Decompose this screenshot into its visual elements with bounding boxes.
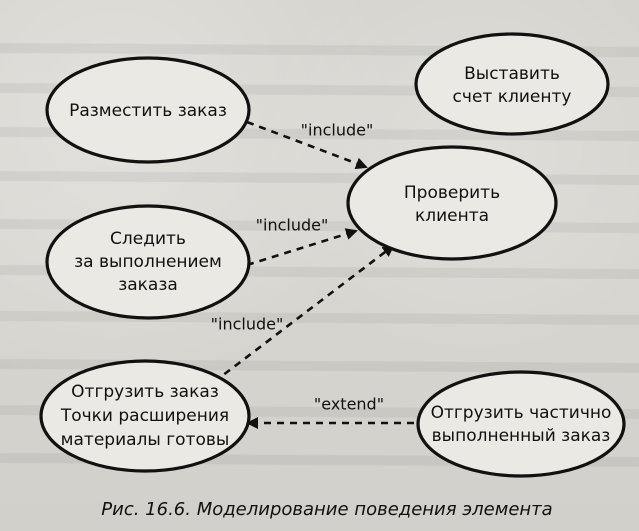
relationship-include-place-order: "include": [246, 121, 374, 170]
use-case-label: материалы готовы: [61, 430, 230, 450]
use-case-label: Отгрузить заказ: [71, 382, 219, 402]
use-case-label: Отгрузить частично: [431, 403, 612, 423]
relationship-extend-ship-partial: "extend": [246, 395, 414, 429]
include-label: "include": [211, 315, 284, 334]
use-case-label: Выставить: [464, 64, 560, 84]
use-case-label: Разместить заказ: [69, 101, 227, 121]
use-case-label: счет клиенту: [453, 87, 572, 107]
figure-caption: Рис. 16.6. Моделирование поведения элеме…: [101, 499, 552, 520]
use-case-label: Следить: [110, 229, 186, 249]
use-case-label: заказа: [118, 275, 178, 295]
use-case-label: клиента: [415, 206, 489, 226]
use-case-ship-order: Отгрузить заказ Точки расширения материа…: [39, 359, 251, 473]
use-case-label: выполненный заказ: [432, 426, 611, 446]
use-case-label: за выполнением: [74, 252, 222, 272]
use-case-label: Точки расширения: [60, 406, 229, 426]
relationship-include-track-order: "include": [246, 216, 358, 267]
use-case-ship-partial-order: Отгрузить частично выполненный заказ: [416, 370, 626, 478]
extend-label: "extend": [314, 395, 384, 414]
include-label: "include": [301, 121, 374, 140]
use-case-place-order: Разместить заказ: [45, 56, 251, 164]
use-case-invoice-client: Выставить счет клиенту: [414, 32, 610, 136]
use-case-label: Проверить: [404, 183, 500, 203]
include-label: "include": [256, 216, 329, 235]
use-case-track-order: Следить за выполнением заказа: [45, 204, 251, 320]
relationship-include-ship-order: "include": [211, 244, 395, 384]
use-case-check-client: Проверить клиента: [346, 145, 558, 261]
